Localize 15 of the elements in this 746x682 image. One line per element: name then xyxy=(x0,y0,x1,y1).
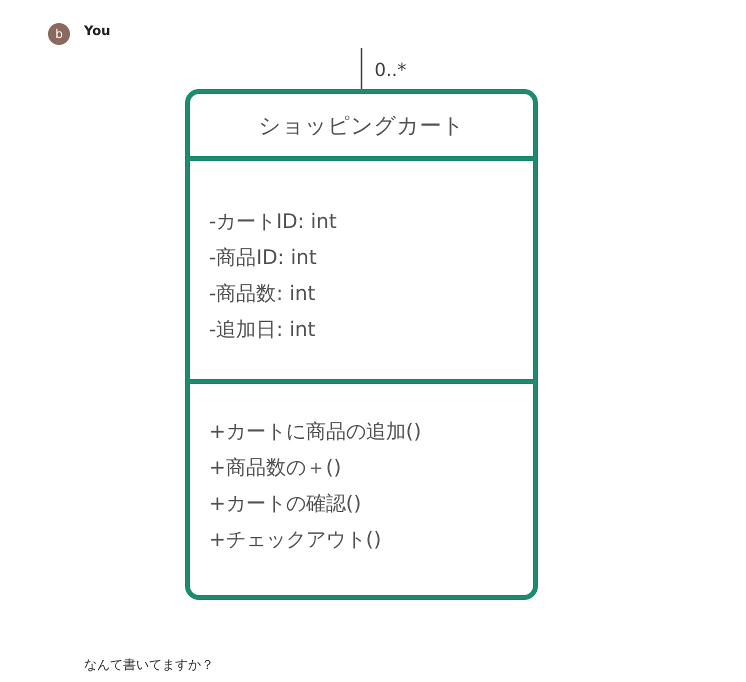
avatar-circle: b xyxy=(48,23,70,45)
user-name: You xyxy=(84,24,110,39)
method-text: +チェックアウト() xyxy=(209,527,382,551)
message-text: なんて書いてますか？ xyxy=(84,657,214,674)
class-box xyxy=(185,89,538,600)
attribute-text: -追加日: int xyxy=(209,317,316,341)
method-text: +カートに商品の追加() xyxy=(209,419,422,443)
method-text: +商品数の＋() xyxy=(209,455,342,479)
method-text: +カートの確認() xyxy=(209,491,362,515)
attribute-text: -カートID: int xyxy=(209,209,337,233)
class-name: ショッピングカート xyxy=(258,113,466,141)
attribute-text: -商品数: int xyxy=(209,281,316,305)
attribute-text: -商品ID: int xyxy=(209,245,317,269)
association-line xyxy=(360,48,362,89)
attribute-compartment xyxy=(190,156,533,384)
